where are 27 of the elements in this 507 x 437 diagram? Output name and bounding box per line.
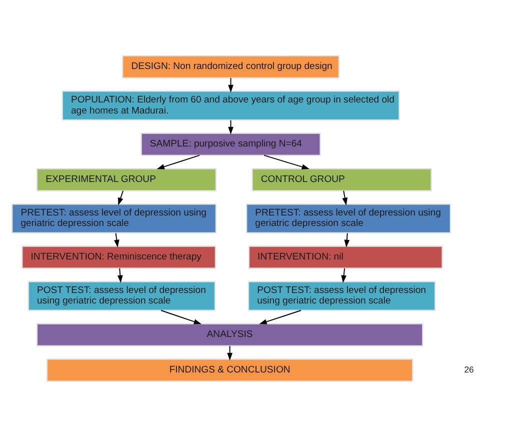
- node-box: CONTROL GROUP: [252, 168, 432, 192]
- node-box: DESIGN: Non randomized control group design: [122, 55, 340, 78]
- node-box: POST TEST: assess level of depression using geriatric depression scale: [28, 281, 216, 311]
- node-box: PRETEST: assess level of depression using geriatric depression scale: [246, 204, 451, 234]
- arrow: [118, 190, 124, 206]
- label: 26: [464, 364, 474, 374]
- arrow: [344, 232, 350, 248]
- arrow: [341, 268, 346, 283]
- node-box: PRETEST: assess level of depression using geriatric depression scale: [12, 204, 217, 234]
- node-box: ANALYSIS: [36, 323, 424, 346]
- arrow: [227, 345, 232, 360]
- node-box: INTERVENTION: Reminiscence therapy: [22, 246, 216, 269]
- node-box: SAMPLE: purposive sampling N=64: [140, 132, 321, 156]
- arrow: [228, 77, 234, 93]
- node-box: POPULATION: Elderly from 60 and above years of age group in selected old age homes at Madurai.: [62, 90, 400, 121]
- node-box: FINDINGS & CONCLUSION: [46, 358, 414, 382]
- arrow: [259, 310, 302, 324]
- node-box: POST TEST: assess level of depression using geriatric depression scale: [248, 281, 436, 311]
- arrow: [160, 310, 202, 324]
- arrow: [114, 232, 120, 248]
- arrow: [342, 190, 348, 206]
- arrow: [117, 268, 123, 283]
- node-box: EXPERIMENTAL GROUP: [36, 168, 217, 192]
- arrow: [264, 154, 310, 170]
- arrow: [228, 120, 234, 135]
- arrow: [156, 154, 200, 170]
- node-box: INTERVENTION: nil: [248, 246, 443, 269]
